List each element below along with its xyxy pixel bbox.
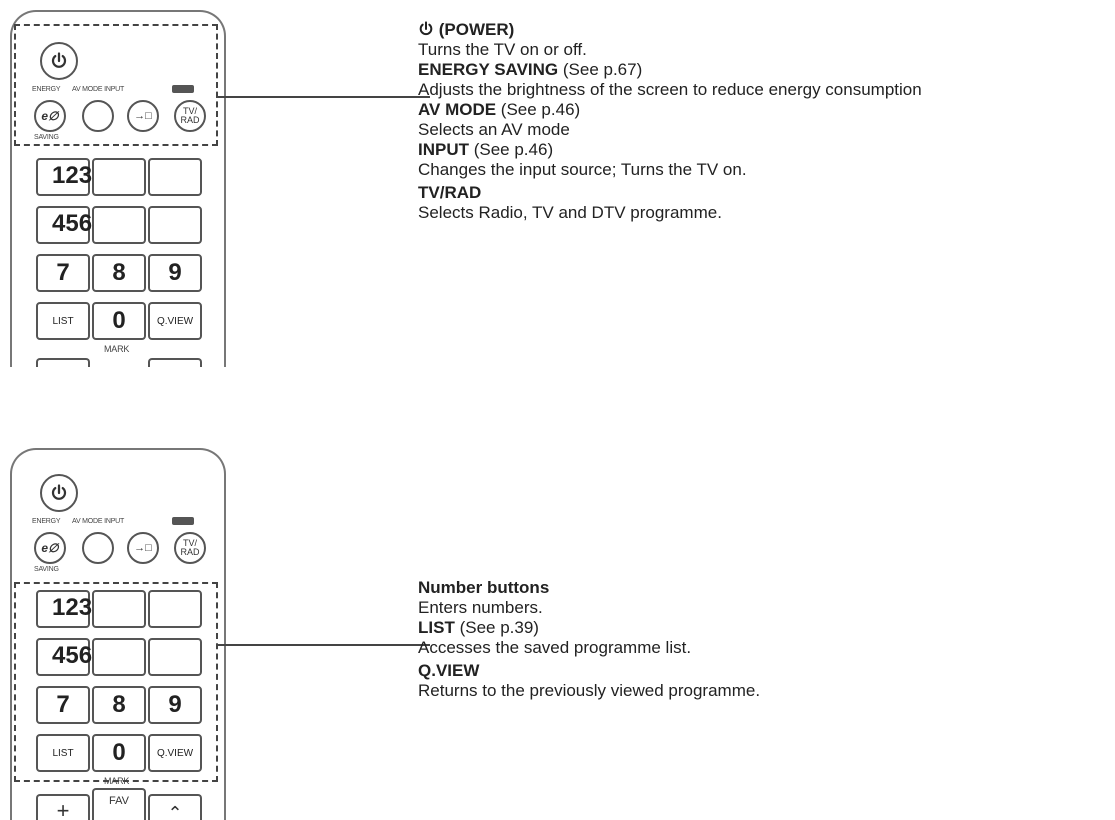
item-title: AV MODE: [418, 100, 497, 119]
desc-text: Enters numbers.: [418, 598, 543, 617]
energy-saving-button[interactable]: e∅: [34, 100, 66, 132]
number-button-7[interactable]: 7: [36, 686, 90, 724]
qview-button[interactable]: Q.VIEW: [148, 302, 202, 340]
number-button-8[interactable]: 8: [92, 686, 146, 724]
desc-text: Returns to the previously viewed program…: [418, 681, 761, 700]
item-title: ENERGY SAVING: [418, 60, 559, 79]
channel-up-button[interactable]: ⌃: [148, 794, 202, 820]
power-icon: [51, 484, 67, 500]
partial-button: [36, 358, 90, 367]
item-ref: (See p.46): [469, 140, 554, 159]
list-button[interactable]: LIST: [36, 734, 90, 772]
tv-rad-indicator-icon: [172, 85, 194, 93]
partial-button: [148, 358, 202, 367]
leader-line: [216, 96, 430, 98]
volume-up-button[interactable]: +: [36, 794, 90, 820]
qview-button[interactable]: Q.VIEW: [148, 734, 202, 772]
av-mode-button[interactable]: [82, 532, 114, 564]
list-button[interactable]: LIST: [36, 302, 90, 340]
number-button-2[interactable]: [92, 590, 146, 628]
energy-label: ENERGY: [32, 86, 61, 93]
energy-saving-button[interactable]: e∅: [34, 532, 66, 564]
number-button-4[interactable]: [36, 638, 90, 676]
desc-text: Selects Radio, TV and DTV programme.: [418, 203, 722, 222]
item-title: Number buttons: [418, 578, 550, 597]
desc-text: Adjusts the brightness of the screen to …: [418, 80, 922, 99]
tv-rad-indicator-icon: [172, 517, 194, 525]
number-button-6[interactable]: [148, 206, 202, 244]
power-section-descriptions: (POWER) Turns the TV on or off. ENERGY S…: [418, 20, 1108, 223]
item-ref: (See p.67): [558, 60, 643, 79]
highlight-box-number-group: [14, 582, 218, 782]
item-title: (POWER): [438, 20, 515, 39]
number-button-3[interactable]: [148, 590, 202, 628]
number-button-8[interactable]: 8: [92, 254, 146, 292]
av-mode-input-label: AV MODE INPUT: [72, 518, 125, 525]
av-mode-button[interactable]: [82, 100, 114, 132]
saving-label: SAVING: [34, 134, 59, 141]
item-title: INPUT: [418, 140, 469, 159]
number-button-3[interactable]: [148, 158, 202, 196]
desc-text: Accesses the saved programme list.: [418, 638, 692, 657]
tv-rad-button[interactable]: TV/ RAD: [174, 532, 206, 564]
power-icon: [419, 21, 433, 36]
number-button-5[interactable]: [92, 206, 146, 244]
number-button-7[interactable]: 7: [36, 254, 90, 292]
item-ref: (See p.46): [496, 100, 581, 119]
fav-button[interactable]: FAV: [92, 788, 146, 820]
number-button-0[interactable]: 0: [92, 734, 146, 772]
number-button-9[interactable]: 9: [148, 686, 202, 724]
mark-label: MARK: [104, 344, 130, 354]
desc-text: Changes the input source; Turns the TV o…: [418, 160, 747, 179]
item-title: LIST: [418, 618, 455, 637]
digits-456: 456: [52, 210, 93, 237]
input-button[interactable]: →□: [127, 532, 159, 564]
number-section-descriptions: Number buttons Enters numbers. LIST (See…: [418, 578, 1108, 701]
power-icon: [51, 52, 67, 68]
input-button[interactable]: →□: [127, 100, 159, 132]
remote-illustration-top: ENERGY AV MODE INPUT e∅ →□ TV/ RAD SAVIN…: [10, 10, 226, 367]
number-button-1[interactable]: [36, 158, 90, 196]
number-button-5[interactable]: [92, 638, 146, 676]
saving-label: SAVING: [34, 566, 59, 573]
digits-123: 123: [52, 594, 93, 621]
leader-line: [216, 644, 430, 646]
item-ref: (See p.39): [454, 618, 539, 637]
energy-label: ENERGY: [32, 518, 61, 525]
number-button-9[interactable]: 9: [148, 254, 202, 292]
number-button-2[interactable]: [92, 158, 146, 196]
tv-rad-button[interactable]: TV/ RAD: [174, 100, 206, 132]
desc-text: Selects an AV mode: [418, 120, 570, 139]
item-title: TV/RAD: [418, 183, 482, 202]
digits-123: 123: [52, 162, 93, 189]
item-title: Q.VIEW: [418, 661, 480, 680]
power-button[interactable]: [40, 474, 78, 512]
number-button-1[interactable]: [36, 590, 90, 628]
desc-title-power: (POWER): [418, 20, 1108, 40]
digits-456: 456: [52, 642, 93, 669]
number-button-6[interactable]: [148, 638, 202, 676]
highlight-box-power-group: [14, 24, 218, 146]
number-button-0[interactable]: 0: [92, 302, 146, 340]
number-button-4[interactable]: [36, 206, 90, 244]
av-mode-input-label: AV MODE INPUT: [72, 86, 125, 93]
power-button[interactable]: [40, 42, 78, 80]
desc-text: Turns the TV on or off.: [418, 40, 587, 59]
